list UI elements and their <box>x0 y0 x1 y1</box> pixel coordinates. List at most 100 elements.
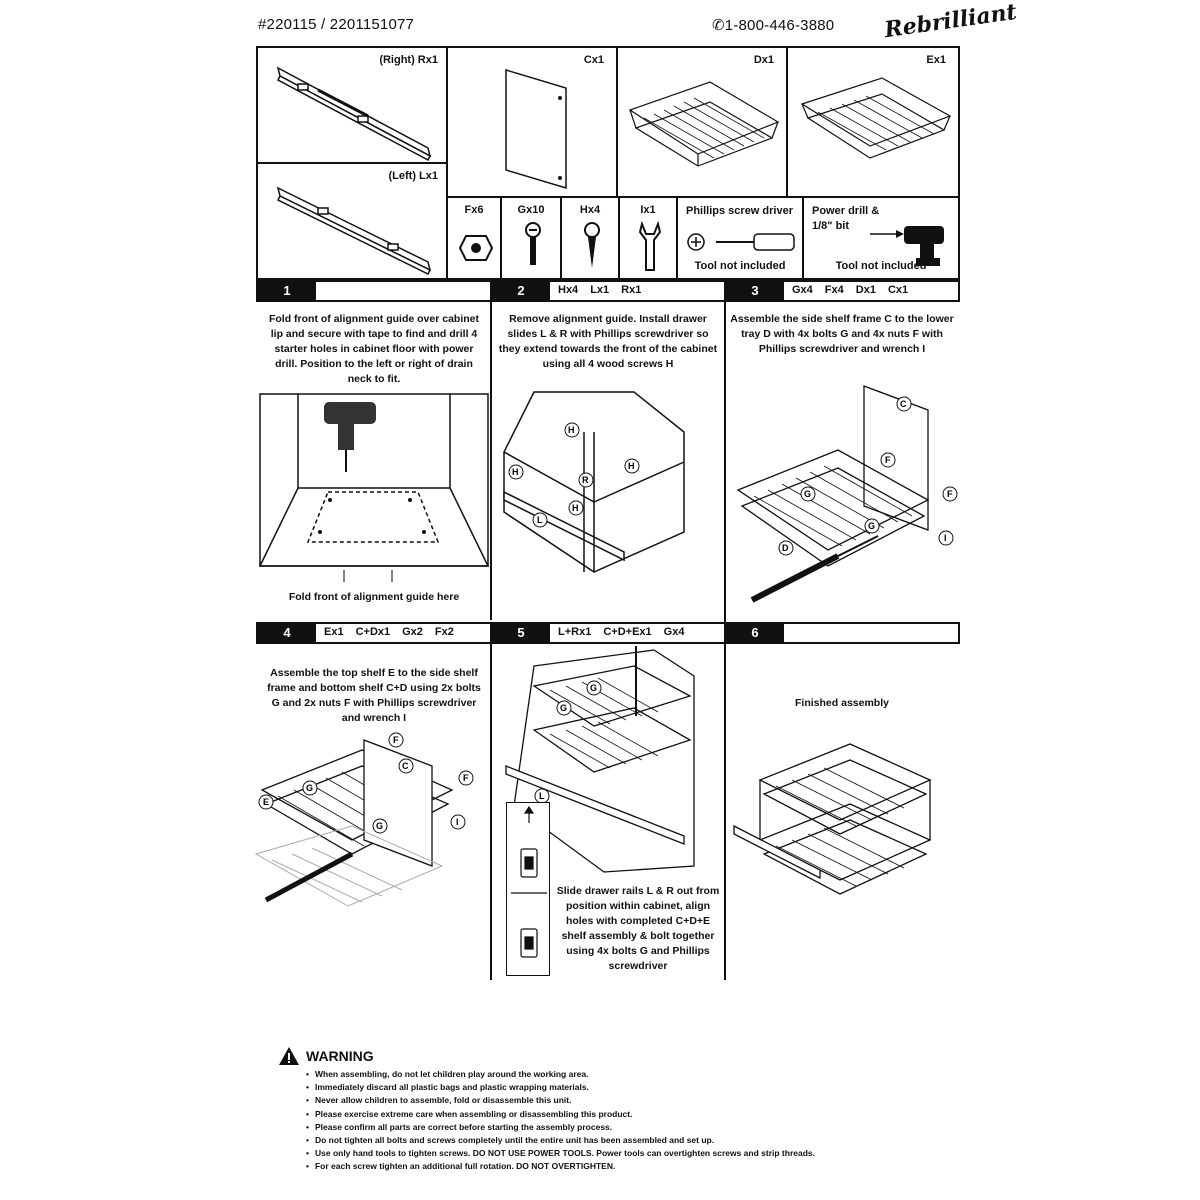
warning-item: Immediately discard all plastic bags and… <box>306 1081 815 1094</box>
part-d-tray: Dx1 <box>616 46 788 198</box>
warning-item: Please exercise extreme care when assemb… <box>306 1108 815 1121</box>
step-6-finished-illustration <box>733 743 932 895</box>
step-part: Lx1 <box>590 284 610 296</box>
step-6-caption: Finished assembly <box>795 697 889 709</box>
part-h-screw: Hx4 <box>560 196 620 280</box>
step-4-instruction: Assemble the top shelf E to the side she… <box>267 667 481 724</box>
step-5-header: 5 L+Rx1 C+D+Ex1 Gx4 <box>490 622 726 644</box>
nut-icon <box>458 235 494 261</box>
step-number: 6 <box>726 624 784 642</box>
step-5-instruction: Slide drawer rails L & R out from positi… <box>556 885 720 972</box>
bolt-icon <box>525 222 541 265</box>
part-label: Fx6 <box>464 204 484 216</box>
step-2-instruction: Remove alignment guide. Install drawer s… <box>498 313 718 370</box>
svg-text:F: F <box>885 455 891 465</box>
part-label: Ex1 <box>926 54 946 66</box>
warning-list: When assembling, do not let children pla… <box>306 1068 815 1174</box>
svg-text:G: G <box>560 703 567 713</box>
warning-item: When assembling, do not let children pla… <box>306 1068 815 1081</box>
part-label: (Right) Rx1 <box>379 54 438 66</box>
lower-tray-illustration <box>628 81 780 167</box>
step-number: 2 <box>492 282 550 300</box>
svg-text:G: G <box>590 683 597 693</box>
warning-item: Please confirm all parts are correct bef… <box>306 1121 815 1134</box>
step-1-instruction: Fold front of alignment guide over cabin… <box>268 313 479 385</box>
step-1-cabinet-illustration <box>258 393 490 582</box>
part-label: Hx4 <box>579 204 601 216</box>
step-part: Fx4 <box>824 284 844 296</box>
rail-illustration <box>276 186 432 276</box>
svg-text:R: R <box>582 475 589 485</box>
top-shelf-illustration <box>800 77 952 159</box>
step-5-install-illustration: G G L <box>505 646 695 873</box>
part-c-panel: Cx1 <box>446 46 618 198</box>
svg-text:I: I <box>944 533 947 543</box>
step-part: C+D+Ex1 <box>603 626 652 638</box>
step-5-detail-inset <box>506 802 550 976</box>
part-label: (Left) Lx1 <box>388 170 439 182</box>
tool-label: Phillips screw driver <box>686 205 793 217</box>
svg-text:G: G <box>804 489 811 499</box>
part-g-bolt: Gx10 <box>500 196 562 280</box>
svg-text:G: G <box>376 821 383 831</box>
model-number: #220115 / 2201151077 <box>258 16 415 33</box>
part-label: Dx1 <box>753 54 774 66</box>
step-part: Fx2 <box>434 626 454 638</box>
screwdriver-icon <box>687 233 795 251</box>
tool-note: Tool not included <box>835 260 927 272</box>
svg-text:H: H <box>568 425 575 435</box>
part-label: Gx10 <box>517 204 545 216</box>
tool-label: Power drill & 1/8" bit <box>812 205 880 232</box>
wood-screw-icon <box>584 222 600 268</box>
svg-text:E: E <box>263 797 269 807</box>
step-parts: L+Rx1 C+D+Ex1 Gx4 <box>558 626 696 638</box>
phone-text: 1-800-446-3880 <box>724 17 835 34</box>
step-6-header: 6 <box>724 622 960 644</box>
step-number: 3 <box>726 282 784 300</box>
step-part: Gx4 <box>663 626 685 638</box>
step-4-top-shelf-illustration: F C F E G G I <box>254 732 474 907</box>
step-2-rail-install-illustration: H H H H L R <box>503 391 685 573</box>
column-divider <box>490 300 492 620</box>
brand-logo: Rebrilliant <box>882 0 1019 44</box>
step-3-instruction: Assemble the side shelf frame C to the l… <box>730 313 954 355</box>
svg-text:G: G <box>306 783 313 793</box>
svg-text:C: C <box>402 761 409 771</box>
part-left-rail: (Left) Lx1 <box>256 162 448 280</box>
svg-text:G: G <box>868 521 875 531</box>
svg-text:F: F <box>947 489 953 499</box>
step-number: 5 <box>492 624 550 642</box>
warning-section: WARNING When assembling, do not let chil… <box>278 1046 815 1174</box>
svg-text:H: H <box>512 467 519 477</box>
step-parts: Ex1 C+Dx1 Gx2 Fx2 <box>324 626 466 638</box>
svg-text:L: L <box>539 791 545 801</box>
step-1-caption: Fold front of alignment guide here <box>288 591 460 603</box>
svg-text:F: F <box>463 773 469 783</box>
warning-triangle-icon <box>279 1047 299 1065</box>
step-part: L+Rx1 <box>558 626 592 638</box>
step-part: Rx1 <box>621 284 642 296</box>
step-3-frame-assembly-illustration: C F F G G I D <box>736 385 958 603</box>
part-f-nut: Fx6 <box>446 196 502 280</box>
part-e-shelf: Ex1 <box>786 46 960 198</box>
warning-item: Do not tighten all bolts and screws comp… <box>306 1134 815 1147</box>
svg-text:L: L <box>537 515 543 525</box>
warning-title: WARNING <box>306 1048 374 1064</box>
tool-note: Tool not included <box>694 260 786 272</box>
rail-detail-illustration <box>511 805 547 958</box>
warning-item: Never allow children to assemble, fold o… <box>306 1094 815 1107</box>
step-part: Gx2 <box>402 626 423 638</box>
tool-screwdriver: Phillips screw driver Tool not included <box>676 196 804 280</box>
part-i-wrench: Ix1 <box>618 196 678 280</box>
svg-text:I: I <box>456 817 459 827</box>
part-label: Ix1 <box>640 204 656 216</box>
step-part: Ex1 <box>324 626 344 638</box>
warning-item: For each screw tighten an additional ful… <box>306 1160 815 1173</box>
step-part: Dx1 <box>855 284 876 296</box>
svg-text:C: C <box>900 399 907 409</box>
rail-illustration <box>276 66 432 162</box>
step-part: C+Dx1 <box>355 626 391 638</box>
